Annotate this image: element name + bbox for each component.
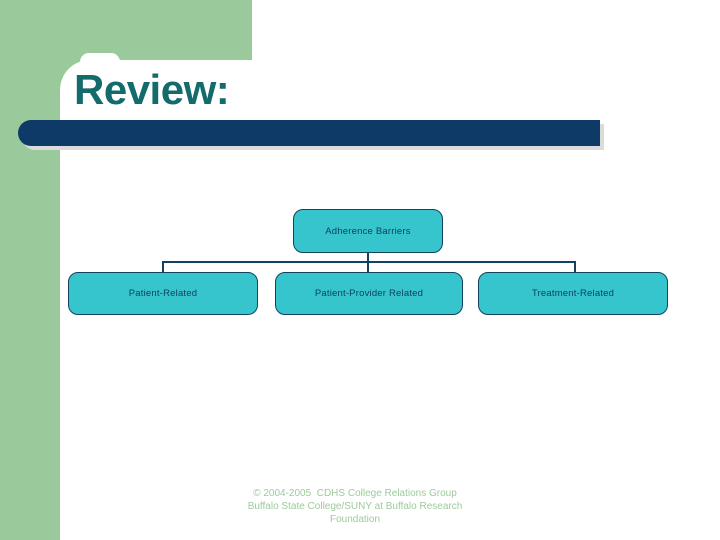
node-patient-provider-related: Patient-Provider Related (275, 272, 463, 315)
node-label: Treatment-Related (531, 288, 615, 299)
page-title: Review: (74, 66, 230, 113)
title-underline-bar (18, 120, 600, 146)
decor-green-sidebar (0, 0, 60, 540)
node-label: Patient-Provider Related (314, 288, 424, 299)
footer-copyright: © 2004-2005 CDHS College Relations Group… (160, 487, 550, 526)
footer-line: Buffalo State College/SUNY at Buffalo Re… (247, 501, 463, 512)
connector-root-stem (367, 253, 369, 262)
footer-line: © 2004-2005 CDHS College Relations Group (253, 488, 457, 499)
connector-drop-middle (367, 263, 369, 272)
connector-horizontal-rail (162, 261, 576, 263)
node-treatment-related: Treatment-Related (478, 272, 668, 315)
node-label: Adherence Barriers (325, 225, 411, 237)
decor-title-tab (80, 53, 120, 63)
connector-drop-left (162, 263, 164, 272)
node-label: Patient-Related (128, 288, 198, 299)
connector-drop-right (574, 263, 576, 272)
node-adherence-barriers: Adherence Barriers (293, 209, 443, 253)
footer-line: Foundation (329, 514, 381, 525)
node-patient-related: Patient-Related (68, 272, 258, 315)
